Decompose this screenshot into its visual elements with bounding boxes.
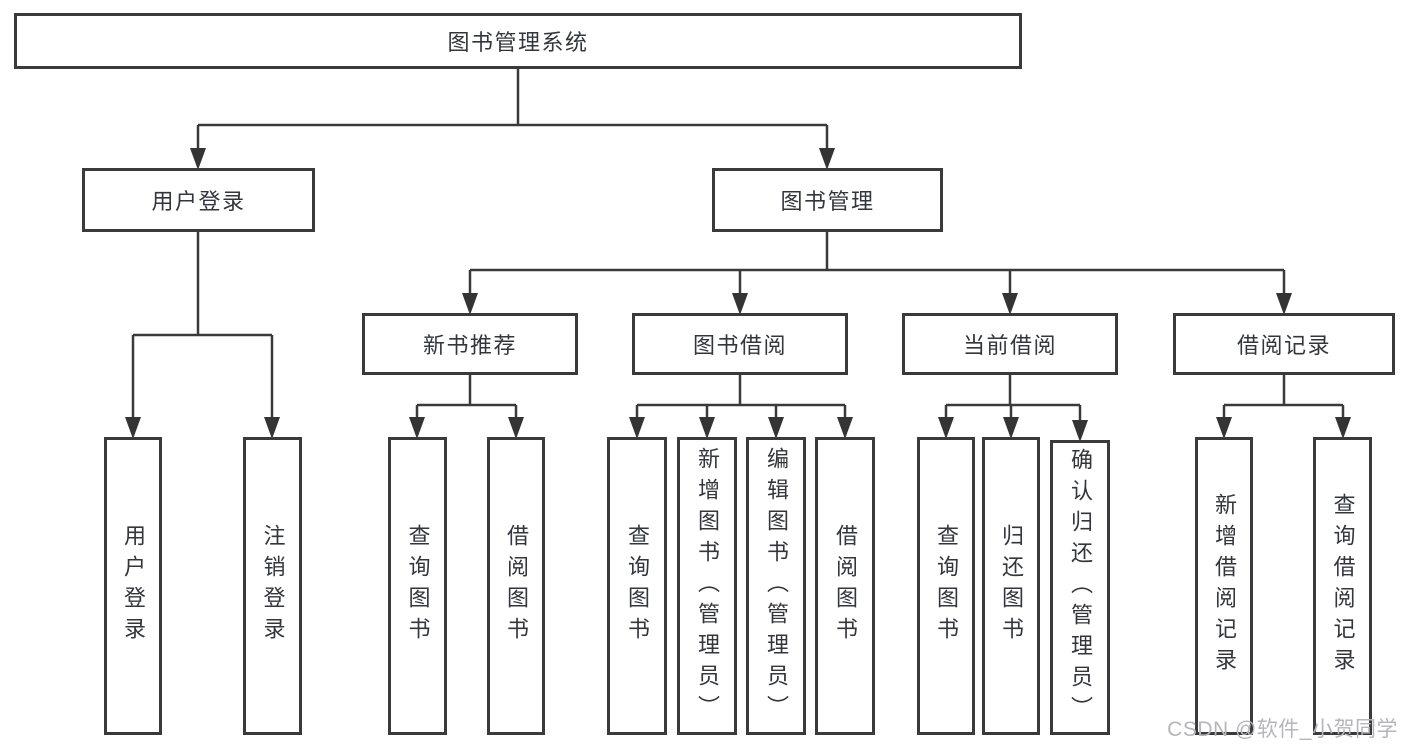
- leaf-logout-login-label: 注销登录: [260, 524, 286, 648]
- leaf-query-borrow-record: 查询借阅记录: [1313, 437, 1372, 735]
- leaf-borrow-books: 借阅图书: [815, 437, 875, 735]
- csdn-watermark: CSDN @软件_小贺同学: [1167, 718, 1398, 741]
- connector-book-borrow-group: [629, 375, 853, 439]
- node-user-login: 用户登录: [82, 168, 315, 232]
- connector-current-borrow-group: [938, 375, 1088, 442]
- connector-borrow-records-group: [1216, 375, 1351, 439]
- leaf-query-borrow-record-label: 查询借阅记录: [1330, 493, 1356, 679]
- connector-user-login-group: [125, 232, 280, 439]
- leaf-borrow-books-recommend-label: 借阅图书: [504, 524, 529, 648]
- leaf-query-books-recommend-label: 查询图书: [405, 524, 431, 648]
- node-library-management-system-label: 图书管理系统: [447, 30, 589, 55]
- leaf-borrow-books-label: 借阅图书: [833, 524, 858, 648]
- leaf-confirm-return-admin: 确认归还（管理员）: [1050, 440, 1110, 735]
- node-current-borrow-label: 当前借阅: [962, 333, 1057, 358]
- node-borrow-records-label: 借阅记录: [1236, 333, 1331, 358]
- node-borrow-records: 借阅记录: [1173, 313, 1395, 375]
- leaf-query-books-borrow-label: 查询图书: [625, 524, 650, 648]
- node-book-management: 图书管理: [712, 168, 943, 232]
- node-library-management-system: 图书管理系统: [14, 13, 1022, 69]
- node-new-book-recommend-label: 新书推荐: [422, 333, 517, 358]
- leaf-borrow-books-recommend: 借阅图书: [487, 437, 545, 735]
- leaf-user-login: 用户登录: [104, 437, 162, 735]
- node-book-borrow: 图书借阅: [632, 313, 848, 375]
- connector-book-management-to-level3: [462, 232, 1292, 315]
- leaf-add-borrow-record: 新增借阅记录: [1195, 437, 1253, 735]
- leaf-edit-book-admin: 编辑图书（管理员）: [746, 437, 806, 735]
- leaf-add-book-admin-label: 新增图书（管理员）: [695, 446, 720, 726]
- node-book-management-label: 图书管理: [780, 189, 875, 214]
- leaf-edit-book-admin-label: 编辑图书（管理员）: [764, 446, 789, 726]
- leaf-return-books-label: 归还图书: [999, 524, 1024, 648]
- node-book-borrow-label: 图书借阅: [692, 333, 787, 358]
- node-current-borrow: 当前借阅: [902, 313, 1118, 375]
- node-user-login-label: 用户登录: [151, 189, 246, 214]
- connector-root-to-level2: [190, 69, 835, 170]
- leaf-add-book-admin: 新增图书（管理员）: [677, 437, 737, 735]
- leaf-query-books-current-label: 查询图书: [934, 524, 959, 648]
- leaf-query-books-current: 查询图书: [917, 437, 975, 735]
- leaf-return-books: 归还图书: [982, 437, 1040, 735]
- leaf-logout-login: 注销登录: [243, 437, 302, 735]
- leaf-query-books-borrow: 查询图书: [607, 437, 667, 735]
- leaf-query-books-recommend: 查询图书: [388, 437, 447, 735]
- leaf-user-login-label: 用户登录: [121, 524, 146, 648]
- node-new-book-recommend: 新书推荐: [362, 313, 578, 375]
- connector-new-book-group: [409, 375, 524, 439]
- leaf-confirm-return-admin-label: 确认归还（管理员）: [1068, 448, 1093, 727]
- leaf-add-borrow-record-label: 新增借阅记录: [1212, 493, 1237, 679]
